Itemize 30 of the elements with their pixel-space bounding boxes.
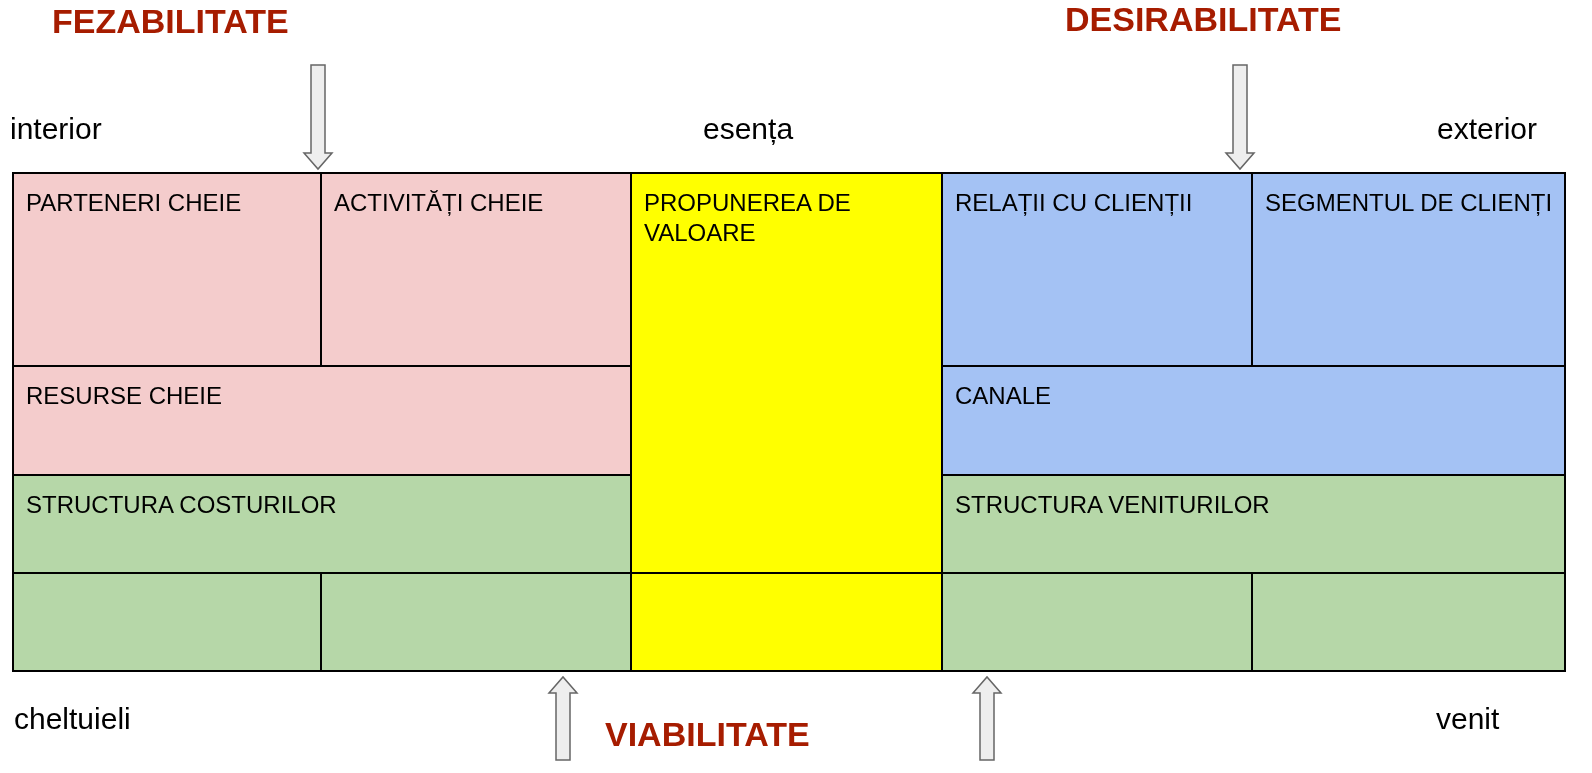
block-title: SEGMENTUL DE CLIENȚI [1265,188,1554,218]
side-label: esența [703,112,794,146]
block-title: STRUCTURA VENITURILOR [955,490,1271,520]
canvas-block [12,474,632,574]
criterion-heading: FEZABILITATE [52,2,289,41]
block-title: RELAȚII CU CLIENȚII [955,188,1194,218]
block-arrow [302,64,334,171]
block-arrow [971,675,1003,761]
side-label: venit [1436,702,1500,736]
block-title: PARTENERI CHEIE [26,188,243,218]
side-label: interior [10,112,102,146]
block-arrow [1224,64,1256,171]
block-title: PROPUNEREA DE VALOARE [644,188,852,248]
canvas-block [941,474,1566,574]
side-label: cheltuieli [14,702,131,736]
block-title: ACTIVITĂȚI CHEIE [334,188,545,218]
canvas-block [941,365,1566,476]
criterion-heading: VIABILITATE [605,715,810,754]
block-title: RESURSE CHEIE [26,381,224,411]
canvas-block [1251,172,1566,367]
block-title: CANALE [955,381,1053,411]
canvas-block [320,172,632,367]
canvas-block [12,365,632,476]
block-arrow [547,675,579,761]
side-label: exterior [1437,112,1538,146]
canvas-block [12,172,322,367]
block-title: STRUCTURA COSTURILOR [26,490,338,520]
canvas-block [630,172,943,574]
criterion-heading: DESIRABILITATE [1065,0,1342,39]
canvas-block [941,172,1253,367]
